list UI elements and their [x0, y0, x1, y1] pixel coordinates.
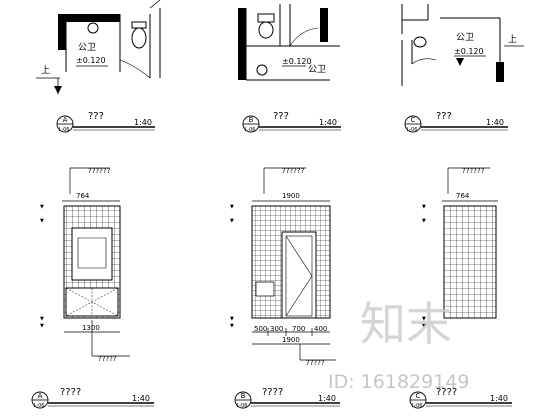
elevation-c-title: C L-06 ???? 1:40 [409, 387, 512, 409]
svg-text:C: C [416, 392, 421, 400]
scale-label: 1:40 [319, 118, 337, 127]
watermark-brand: 知末 [360, 297, 452, 351]
svg-text:▼: ▼ [230, 316, 234, 322]
room-label: 公卫 [456, 32, 474, 43]
stair-label: 上 [508, 34, 517, 45]
plan-a: 公卫 ±0.120 上 [36, 0, 161, 94]
dimension: 764 [76, 192, 90, 200]
elevation-title: ???? [262, 387, 283, 398]
note-top: ?????? [462, 167, 485, 175]
svg-text:L-06: L-06 [34, 403, 45, 409]
level-label: ±0.120 [282, 57, 312, 66]
svg-text:A: A [38, 392, 43, 400]
watermark: 知末 ID: 161829149 [328, 297, 469, 393]
wall-fill [320, 8, 328, 42]
dimension: 1300 [82, 324, 100, 332]
tile-wall [443, 205, 497, 319]
svg-text:▼: ▼ [40, 316, 44, 322]
dimension-total: 1900 [282, 336, 300, 344]
note-top: ?????? [88, 167, 111, 175]
svg-text:▼: ▼ [40, 204, 44, 210]
elevation-a: ?????? 764 ▼ ▼ ▼ ▼ 1300 ????? [40, 167, 130, 363]
svg-text:▼: ▼ [422, 218, 426, 224]
svg-text:L-06: L-06 [237, 403, 248, 409]
svg-text:C: C [411, 116, 416, 124]
svg-text:L-06: L-06 [407, 127, 418, 133]
door [281, 231, 317, 319]
stair-label: 上 [41, 65, 50, 76]
basin-icon [87, 22, 99, 34]
svg-text:▼: ▼ [422, 316, 426, 322]
dimension: 700 [292, 325, 305, 333]
plan-title: ??? [273, 111, 289, 122]
svg-text:L-06: L-06 [59, 127, 70, 133]
level-label: ±0.120 [76, 56, 106, 65]
elevation-a-title: A L-06 ???? 1:40 [31, 387, 154, 409]
basin-icon [256, 64, 268, 76]
toilet-icon [131, 27, 147, 49]
elevation-c: ?????? 764 ▼ ▼ ▼ ▼ [422, 167, 498, 329]
dimension: 400 [314, 325, 327, 333]
svg-text:▼: ▼ [422, 204, 426, 210]
elevation-title: ???? [436, 387, 457, 398]
svg-text:▼: ▼ [422, 323, 426, 329]
plan-b-title: B L-06 ??? 1:40 [242, 111, 341, 133]
dimension: 500 [254, 325, 267, 333]
dimension: 300 [270, 325, 283, 333]
note-bottom: ????? [98, 355, 117, 363]
elevation-b-title: B L-06 ???? 1:40 [234, 387, 340, 409]
plan-title: ??? [88, 111, 104, 122]
wall-fill [58, 14, 66, 50]
scale-label: 1:40 [134, 118, 152, 127]
elevation-title: ???? [60, 387, 81, 398]
svg-text:▼: ▼ [230, 218, 234, 224]
level-label: ±0.120 [454, 47, 484, 56]
svg-text:L-06: L-06 [412, 403, 423, 409]
wall-fill [58, 14, 120, 22]
scale-label: 1:40 [486, 118, 504, 127]
svg-text:▼: ▼ [230, 204, 234, 210]
plan-a-title: A L-06 ??? 1:40 [56, 111, 155, 133]
svg-text:▼: ▼ [230, 323, 234, 329]
room-label: 公卫 [308, 64, 326, 75]
note-bottom: ????? [306, 359, 325, 367]
mirror [71, 227, 113, 281]
elevation-b: ?????? 1900 ▼ ▼ ▼ ▼ 500 300 700 400 1900… [230, 167, 336, 367]
wall-fill [238, 8, 246, 80]
dimension: 764 [456, 192, 470, 200]
wall-fill [496, 62, 504, 82]
plan-c: 公卫 ±0.120 上 [401, 4, 524, 86]
watermark-id: ID: 161829149 [328, 371, 469, 393]
svg-text:A: A [63, 116, 68, 124]
plan-title: ??? [436, 111, 452, 122]
scale-label: 1:40 [318, 394, 336, 403]
note-top: ?????? [282, 167, 305, 175]
room-label: 公卫 [78, 42, 96, 53]
scale-label: 1:40 [490, 394, 508, 403]
toilet-icon [258, 21, 274, 39]
plan-b: ±0.120 公卫 [238, 4, 340, 81]
scale-label: 1:40 [132, 394, 150, 403]
plan-c-title: C L-06 ??? 1:40 [404, 111, 508, 133]
dimension: 1900 [282, 192, 300, 200]
svg-text:▼: ▼ [40, 323, 44, 329]
svg-text:B: B [241, 392, 246, 400]
svg-text:L-06: L-06 [245, 127, 256, 133]
svg-text:B: B [249, 116, 254, 124]
svg-text:▼: ▼ [40, 218, 44, 224]
toilet-icon [413, 36, 427, 48]
